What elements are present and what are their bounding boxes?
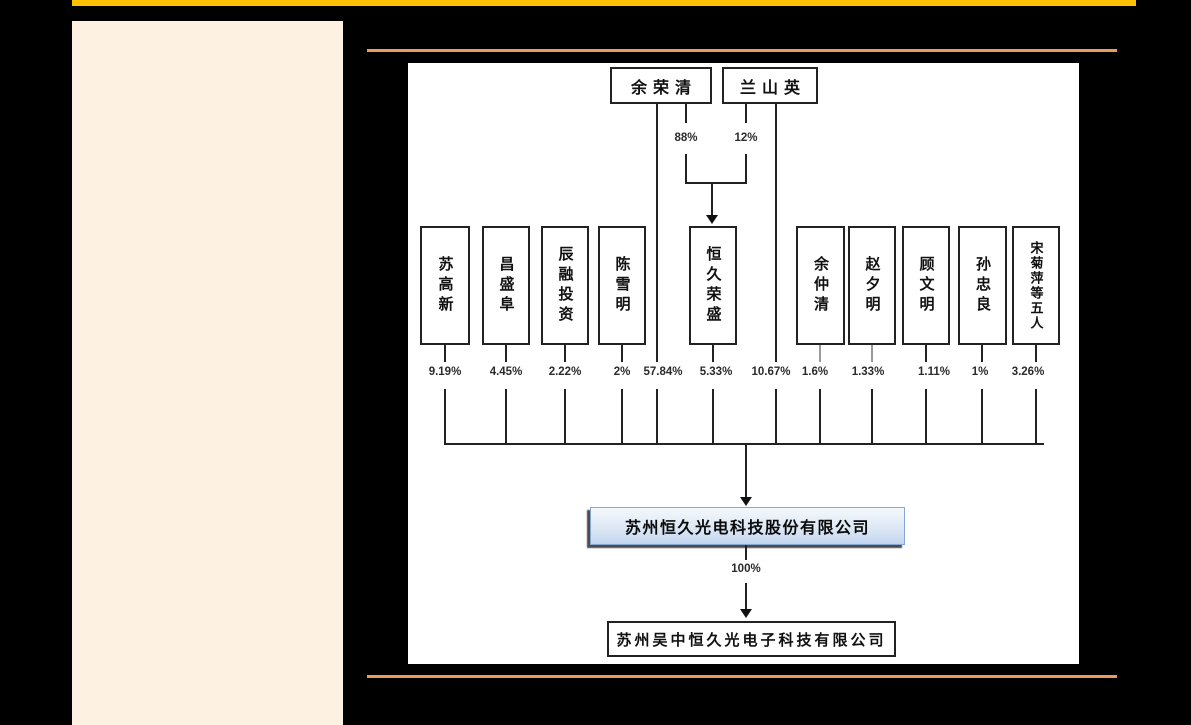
connector-line	[505, 389, 507, 443]
connector-line	[685, 104, 687, 123]
subsidiary-box-suzhou-wuzhong: 苏州吴中恒久光电子科技有限公司	[607, 621, 896, 657]
connector-line	[444, 389, 446, 443]
connector-line	[925, 389, 927, 443]
connector-line	[711, 182, 713, 216]
connector-line	[745, 583, 747, 610]
connector-line	[745, 443, 747, 498]
ownership-structure-diagram: 余荣清 兰山英 88% 12% 苏高新 昌盛阜 辰融投资 陈雪明 恒久荣盛 余仲…	[408, 63, 1079, 664]
percent-label: 10.67%	[751, 366, 791, 378]
connector-line	[819, 389, 821, 443]
percent-label: 1.6%	[801, 366, 829, 378]
collector-bus-line	[444, 443, 1044, 445]
connector-line	[745, 545, 747, 560]
top-orange-rule	[367, 49, 1117, 52]
connector-line	[981, 345, 983, 362]
connector-line	[925, 345, 927, 362]
shareholder-box-guwenming: 顾文明	[902, 226, 950, 345]
percent-label: 1.11%	[918, 366, 950, 378]
connector-line	[1035, 389, 1037, 443]
parent-box-yu-rongqing: 余荣清	[610, 67, 712, 104]
connector-line	[745, 154, 747, 184]
connector-line	[621, 389, 623, 443]
top-accent-bar	[72, 0, 1136, 6]
connector-line	[564, 345, 566, 362]
connector-line	[775, 389, 777, 443]
shareholder-box-hengjiu-rongsheng: 恒久荣盛	[689, 226, 737, 345]
connector-line	[444, 345, 446, 362]
percent-label: 57.84%	[643, 366, 683, 378]
percent-label: 2%	[613, 366, 631, 378]
percent-label: 2.22%	[548, 366, 582, 378]
bottom-orange-rule	[367, 675, 1117, 678]
connector-line	[685, 182, 747, 184]
shareholder-box-sugaoxin: 苏高新	[420, 226, 470, 345]
shareholder-box-chenxueming: 陈雪明	[598, 226, 646, 345]
percent-label: 3.26%	[1011, 366, 1045, 378]
connector-line	[981, 389, 983, 443]
stake-label-12: 12%	[734, 132, 758, 144]
connector-line	[871, 345, 873, 362]
connector-line	[712, 345, 714, 362]
connector-line	[505, 345, 507, 362]
connector-line	[775, 104, 777, 362]
shareholder-box-yuzhongqing: 余仲清	[796, 226, 845, 345]
connector-line	[685, 154, 687, 184]
connector-line	[745, 104, 747, 123]
shareholder-box-songjuping-group: 宋菊萍等五人	[1012, 226, 1060, 345]
connector-line	[819, 345, 821, 362]
shareholder-box-sunzhongliang: 孙忠良	[958, 226, 1007, 345]
stake-label-100: 100%	[731, 563, 761, 575]
connector-line	[656, 104, 658, 362]
arrowhead-into-company	[740, 497, 752, 506]
shareholder-box-changshengfu: 昌盛阜	[482, 226, 530, 345]
connector-line	[712, 389, 714, 443]
arrowhead-into-hengjiu-rongsheng	[706, 215, 718, 224]
shareholder-box-chenrong-touzi: 辰融投资	[541, 226, 589, 345]
percent-label: 9.19%	[428, 366, 462, 378]
arrowhead-into-subsidiary	[740, 609, 752, 618]
connector-line	[871, 389, 873, 443]
percent-label: 4.45%	[489, 366, 523, 378]
connector-line	[656, 389, 658, 443]
company-box-suzhou-hengjiu: 苏州恒久光电科技股份有限公司	[590, 507, 905, 545]
shareholder-box-zhaoximing: 赵夕明	[848, 226, 896, 345]
connector-line	[621, 345, 623, 362]
left-page-panel	[72, 21, 343, 725]
connector-line	[1035, 345, 1037, 362]
stake-label-88: 88%	[674, 132, 698, 144]
percent-label: 5.33%	[699, 366, 733, 378]
percent-label: 1%	[971, 366, 989, 378]
parent-box-lan-shanying: 兰山英	[722, 67, 818, 104]
percent-label: 1.33%	[851, 366, 885, 378]
connector-line	[564, 389, 566, 443]
